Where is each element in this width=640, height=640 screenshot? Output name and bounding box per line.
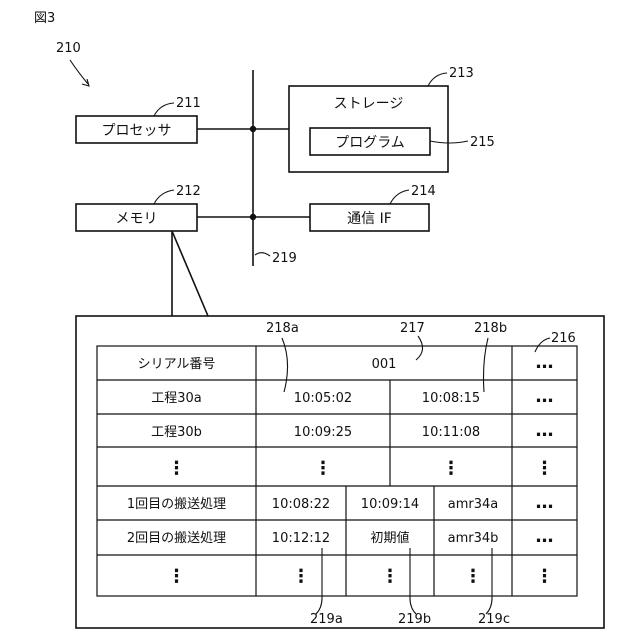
process-row-1-label: 工程30a bbox=[151, 391, 202, 406]
col-a-ref-label: 218a bbox=[266, 321, 299, 336]
memory-label: メモリ bbox=[116, 211, 158, 227]
serial-value-ref-label: 217 bbox=[400, 321, 425, 336]
col-b-ref-label: 218b bbox=[474, 321, 507, 336]
vellipsis2-label: ⋮ bbox=[168, 566, 186, 587]
process-row-2-ellipsis: … bbox=[536, 420, 554, 441]
comm-if-label: 通信 IF bbox=[347, 211, 392, 227]
ref-219a-label: 219a bbox=[310, 612, 343, 627]
transport-row-1-t2: 10:09:14 bbox=[361, 497, 419, 512]
storage-ref-label: 213 bbox=[449, 66, 474, 81]
process-row-1-ellipsis: … bbox=[536, 386, 554, 407]
transport-row-2-t2: 初期値 bbox=[370, 530, 409, 546]
processor-ref-label: 211 bbox=[176, 96, 201, 111]
serial-number-label: シリアル番号 bbox=[138, 357, 216, 372]
transport-row-1-t1: 10:08:22 bbox=[272, 497, 330, 512]
vellipsis-row-label: ⋮ bbox=[168, 458, 186, 479]
bus-ref-label: 219 bbox=[272, 251, 297, 266]
figure-label: 図3 bbox=[34, 11, 55, 26]
program-label: プログラム bbox=[335, 135, 405, 151]
memory-ref-leader bbox=[154, 190, 174, 204]
transport-row-2-label: 2回目の搬送処理 bbox=[127, 531, 226, 546]
processor-label: プロセッサ bbox=[102, 123, 172, 139]
transport-row-2-robot: amr34b bbox=[448, 531, 499, 546]
comm-if-ref-leader bbox=[390, 190, 409, 204]
serial-number-value: 001 bbox=[372, 357, 397, 372]
storage-ref-leader bbox=[428, 73, 447, 86]
bus-ref-leader bbox=[255, 253, 270, 256]
header-ellipsis: … bbox=[536, 352, 554, 373]
transport-row-2-ellipsis: … bbox=[536, 526, 554, 547]
vellipsis-row-end: ⋮ bbox=[442, 458, 460, 479]
program-ref-label: 215 bbox=[470, 135, 495, 150]
process-row-2-start: 10:09:25 bbox=[294, 425, 352, 440]
transport-row-2-t1: 10:12:12 bbox=[272, 531, 330, 546]
transport-row-1-label: 1回目の搬送処理 bbox=[127, 497, 226, 512]
memory-ref-label: 212 bbox=[176, 184, 201, 199]
comm-if-ref-label: 214 bbox=[411, 184, 436, 199]
vellipsis2-t2: ⋮ bbox=[381, 566, 399, 587]
storage-label: ストレージ bbox=[334, 96, 404, 112]
process-row-1-start: 10:05:02 bbox=[294, 391, 352, 406]
vellipsis-row-more: ⋮ bbox=[536, 458, 554, 479]
table-ref-label: 216 bbox=[551, 331, 576, 346]
transport-row-1-ellipsis: … bbox=[536, 492, 554, 513]
processor-ref-leader bbox=[154, 103, 174, 116]
vellipsis2-more: ⋮ bbox=[536, 566, 554, 587]
ref-219c-label: 219c bbox=[478, 612, 510, 627]
process-row-1-end: 10:08:15 bbox=[422, 391, 480, 406]
memory-callout bbox=[172, 231, 208, 316]
system-ref-label: 210 bbox=[56, 41, 81, 56]
transport-row-1-robot: amr34a bbox=[448, 497, 498, 512]
ref-219b-label: 219b bbox=[398, 612, 431, 627]
vellipsis2-robot: ⋮ bbox=[464, 566, 482, 587]
process-row-2-end: 10:11:08 bbox=[422, 425, 480, 440]
vellipsis-row-start: ⋮ bbox=[314, 458, 332, 479]
process-row-2-label: 工程30b bbox=[151, 425, 202, 440]
vellipsis2-t1: ⋮ bbox=[292, 566, 310, 587]
system-ref-arrow bbox=[70, 60, 89, 86]
